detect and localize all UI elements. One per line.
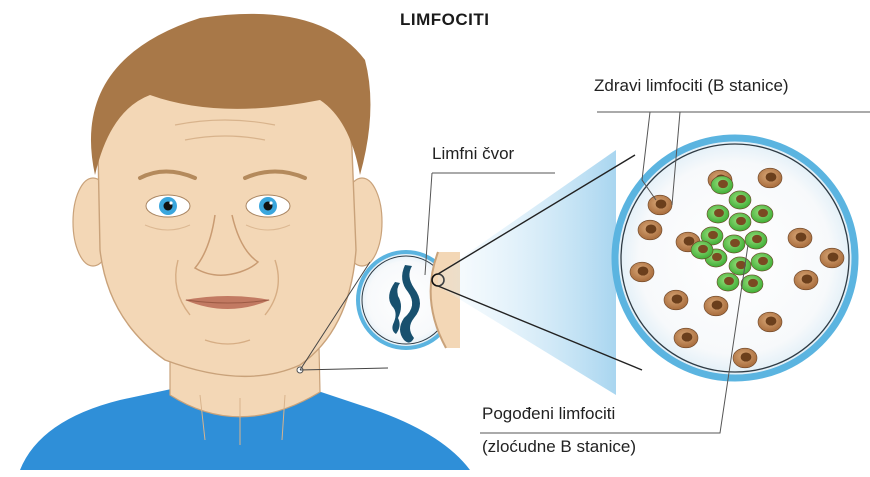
- affected-cells-label-line1: Pogođeni limfociti: [482, 404, 615, 424]
- healthy-b-cell: [674, 328, 698, 348]
- healthy-b-cell: [820, 248, 844, 268]
- malignant-b-cell: [751, 205, 773, 223]
- lymph-node-lens: [358, 252, 460, 348]
- healthy-cells-label: Zdravi limfociti (B stanice): [594, 76, 789, 96]
- healthy-b-cell: [638, 220, 662, 240]
- malignant-b-cell: [741, 275, 763, 293]
- malignant-b-cell: [751, 253, 773, 271]
- right-eye: [246, 195, 290, 217]
- lymph-node-label: Limfni čvor: [432, 144, 514, 164]
- magnifier-lens: [615, 138, 855, 378]
- magnification-beam: [438, 150, 616, 395]
- left-eye: [146, 195, 190, 217]
- healthy-b-cell: [758, 312, 782, 332]
- healthy-b-cell: [758, 168, 782, 188]
- healthy-b-cell: [630, 262, 654, 282]
- face-illustration: [20, 14, 470, 470]
- diagram-title: LIMFOCITI: [400, 10, 489, 30]
- affected-cells-label-line2: (zloćudne B stanice): [482, 437, 636, 457]
- healthy-b-cell: [704, 296, 728, 316]
- malignant-b-cell: [707, 205, 729, 223]
- healthy-b-cell: [648, 195, 672, 215]
- healthy-b-cell: [788, 228, 812, 248]
- malignant-b-cell: [729, 257, 751, 275]
- malignant-b-cell: [723, 235, 745, 253]
- malignant-b-cell: [717, 273, 739, 291]
- malignant-b-cell: [691, 241, 713, 259]
- healthy-b-cell: [664, 290, 688, 310]
- healthy-b-cell: [733, 348, 757, 368]
- malignant-b-cell: [729, 191, 751, 209]
- healthy-b-cell: [794, 270, 818, 290]
- malignant-b-cell: [711, 176, 733, 194]
- malignant-b-cell: [729, 213, 751, 231]
